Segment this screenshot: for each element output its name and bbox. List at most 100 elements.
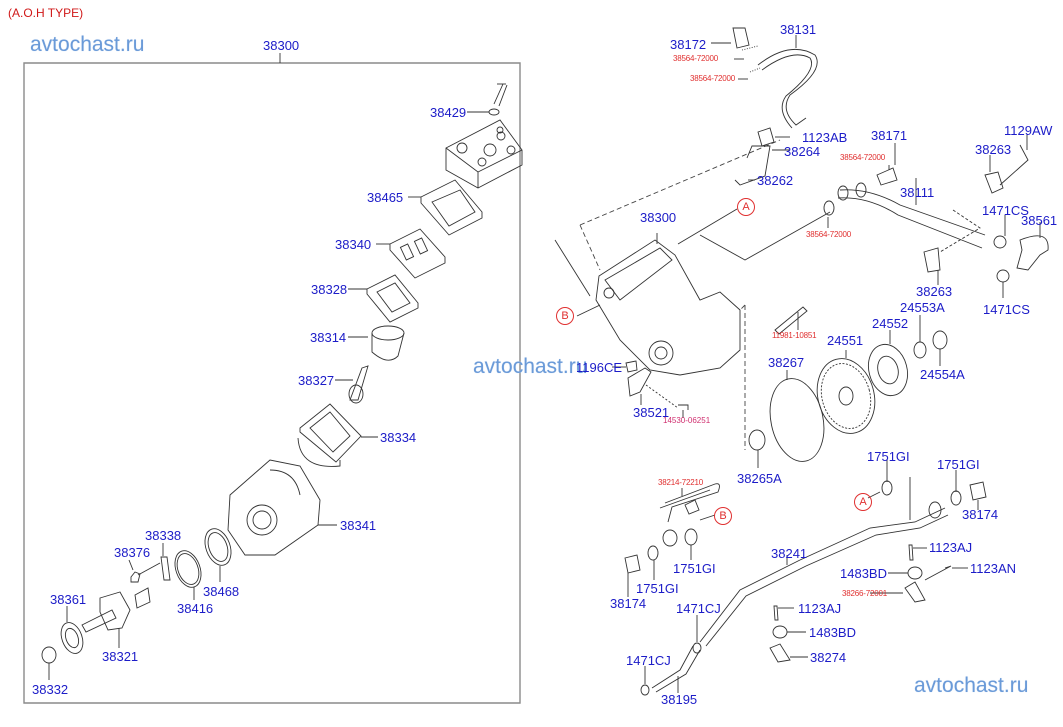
ref-38564-72000-a[interactable]: 38564-72000 — [673, 54, 718, 63]
part-38263-upper[interactable]: 38263 — [975, 142, 1012, 157]
ref-38564-72000-c[interactable]: 38564-72000 — [840, 153, 885, 162]
part-1483BD-lower[interactable]: 1483BD — [809, 625, 856, 640]
ref-38564-72000-b[interactable]: 38564-72000 — [690, 74, 735, 83]
watermark-center: avtochast.ru — [473, 355, 588, 378]
part-38338[interactable]: 38338 — [145, 528, 182, 543]
part-24553A[interactable]: 24553A — [900, 300, 945, 315]
part-38265A[interactable]: 38265A — [737, 471, 782, 486]
part-1483BD-upper[interactable]: 1483BD — [840, 566, 887, 581]
oring-38267-drawing — [769, 378, 825, 462]
callout-b-lower[interactable]: B — [714, 507, 732, 525]
part-1471CS-upper[interactable]: 1471CS — [982, 203, 1029, 218]
part-38131[interactable]: 38131 — [780, 22, 817, 37]
part-38332[interactable]: 38332 — [32, 682, 69, 697]
part-38465[interactable]: 38465 — [367, 190, 404, 205]
clamp-1471CJ-upper — [692, 642, 702, 654]
part-38174-left[interactable]: 38174 — [610, 596, 647, 611]
clamp-1471CS-lower — [996, 269, 1010, 283]
part-38262[interactable]: 38262 — [757, 173, 794, 188]
part-1471CS-lower[interactable]: 1471CS — [983, 302, 1030, 317]
mount-1483BD-upper — [907, 566, 923, 580]
bolt-38429-drawing — [467, 83, 508, 116]
clip-38263-lower — [923, 247, 941, 273]
mount-1483BD-lower — [772, 625, 788, 639]
assembly-label[interactable]: 38300 — [263, 38, 300, 53]
part-38376[interactable]: 38376 — [114, 545, 151, 560]
part-38314[interactable]: 38314 — [310, 330, 347, 345]
piston-38314-drawing — [348, 325, 405, 361]
pipe-38131-drawing — [711, 27, 818, 129]
type-title: (A.O.H TYPE) — [8, 6, 84, 20]
part-1471CJ-lower[interactable]: 1471CJ — [626, 653, 671, 668]
ref-38564-72000-d[interactable]: 38564-72000 — [806, 230, 851, 239]
part-1751GI-c[interactable]: 1751GI — [673, 561, 716, 576]
hub-24552-drawing — [868, 330, 908, 397]
part-38195[interactable]: 38195 — [661, 692, 698, 707]
part-38334[interactable]: 38334 — [380, 430, 417, 445]
part-1123AB[interactable]: 1123AB — [802, 130, 848, 145]
part-38274[interactable]: 38274 — [810, 650, 847, 665]
hose-38561-drawing — [1016, 235, 1049, 271]
callout-a-lower[interactable]: A — [854, 493, 872, 511]
ref-11981-10851[interactable]: 11981-10851 — [772, 331, 817, 340]
part-38429[interactable]: 38429 — [430, 105, 467, 120]
ref-14530-06251[interactable]: 14530-06251 — [663, 416, 711, 425]
part-38328[interactable]: 38328 — [311, 282, 348, 297]
part-1751GI-b[interactable]: 1751GI — [937, 457, 980, 472]
part-1751GI-a[interactable]: 1751GI — [867, 449, 910, 464]
part-38468[interactable]: 38468 — [203, 584, 240, 599]
part-24551[interactable]: 24551 — [827, 333, 864, 348]
part-1123AN[interactable]: 1123AN — [970, 561, 1017, 576]
part-1471CJ-upper[interactable]: 1471CJ — [676, 601, 721, 616]
callout-a-upper[interactable]: A — [737, 198, 755, 216]
cylinder-head-drawing — [445, 119, 523, 189]
part-24554A[interactable]: 24554A — [920, 367, 965, 382]
watermark-bottom-right: avtochast.ru — [914, 674, 1029, 697]
plate-38465-drawing — [408, 179, 483, 236]
part-38300[interactable]: 38300 — [640, 210, 677, 225]
part-38521[interactable]: 38521 — [633, 405, 670, 420]
clamp-1471CJ-lower — [640, 684, 650, 696]
part-24552[interactable]: 24552 — [872, 316, 909, 331]
part-38361[interactable]: 38361 — [50, 592, 87, 607]
ring-38332-drawing — [41, 646, 57, 664]
part-38111[interactable]: 38111 — [900, 185, 935, 200]
bracket-38274-drawing — [769, 643, 791, 663]
part-1123AJ-upper[interactable]: 1123AJ — [929, 540, 973, 555]
cylinder-38334-drawing — [297, 403, 378, 467]
bolt-38376-drawing — [130, 571, 141, 583]
watermark-top-left: avtochast.ru — [30, 33, 145, 56]
seal-24554A-drawing — [932, 330, 948, 350]
bolt-1129AW — [999, 144, 1029, 186]
part-38241[interactable]: 38241 — [771, 546, 808, 561]
part-38416[interactable]: 38416 — [177, 601, 214, 616]
part-38561[interactable]: 38561 — [1021, 213, 1058, 228]
ref-38214-72210[interactable]: 38214-72210 — [658, 478, 703, 487]
washer-24553A-drawing — [913, 341, 927, 359]
conrod-38327-drawing — [335, 365, 369, 404]
part-38321[interactable]: 38321 — [102, 649, 139, 664]
clamp-1471CS-upper — [993, 235, 1007, 249]
part-38171[interactable]: 38171 — [871, 128, 908, 143]
crankshaft-38321-drawing — [81, 587, 151, 648]
bolt-1123AJ-lower — [773, 605, 779, 621]
ref-38266-72001[interactable]: 38266-72001 — [842, 589, 887, 598]
part-38172[interactable]: 38172 — [670, 37, 707, 52]
part-1751GI-d[interactable]: 1751GI — [636, 581, 679, 596]
part-38341[interactable]: 38341 — [340, 518, 377, 533]
part-1123AJ-lower[interactable]: 1123AJ — [798, 601, 842, 616]
callout-b-left[interactable]: B — [556, 307, 574, 325]
part-1196CE[interactable]: 1196CE — [576, 360, 623, 375]
crankcase-38341-drawing — [227, 459, 337, 556]
connector-line — [579, 139, 781, 226]
part-38267[interactable]: 38267 — [768, 355, 805, 370]
part-38340[interactable]: 38340 — [335, 237, 372, 252]
part-38327[interactable]: 38327 — [298, 373, 335, 388]
part-1129AW[interactable]: 1129AW — [1004, 123, 1053, 138]
part-38174-right[interactable]: 38174 — [962, 507, 999, 522]
part-38263-lower[interactable]: 38263 — [916, 284, 953, 299]
part-38264[interactable]: 38264 — [784, 144, 821, 159]
gear-24551-drawing — [816, 350, 876, 434]
ring-38468-drawing — [204, 528, 232, 566]
